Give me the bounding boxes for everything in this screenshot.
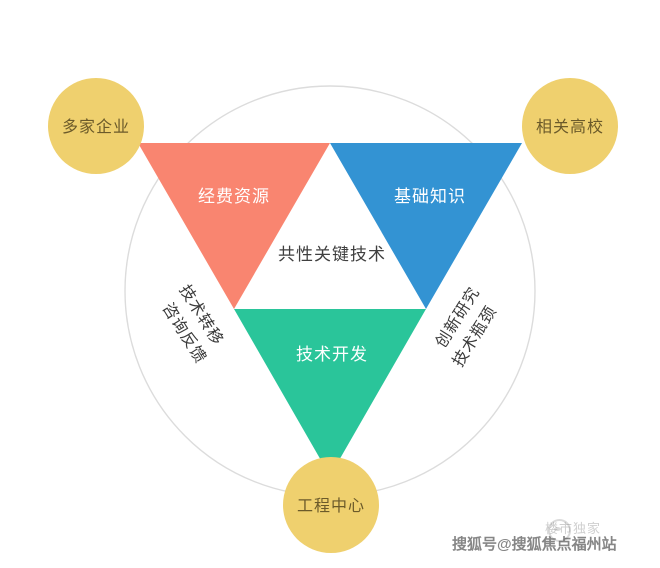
node-enterprises-label: 多家企业	[62, 118, 130, 136]
center-title: 共性关键技术	[278, 245, 386, 264]
node-enterprises[interactable]	[48, 78, 144, 174]
node-universities[interactable]	[522, 78, 618, 174]
segment-funding[interactable]	[138, 143, 330, 309]
segment-basic-knowledge[interactable]	[330, 143, 522, 309]
segment-tech-development-label: 技术开发	[296, 345, 368, 364]
segment-tech-development[interactable]	[234, 309, 426, 476]
node-engineering-center[interactable]	[283, 457, 379, 553]
node-universities-label: 相关高校	[536, 118, 604, 136]
segment-funding-label: 经费资源	[198, 187, 270, 206]
segment-basic-knowledge-label: 基础知识	[394, 187, 466, 206]
node-engineering-center-label: 工程中心	[297, 497, 365, 515]
